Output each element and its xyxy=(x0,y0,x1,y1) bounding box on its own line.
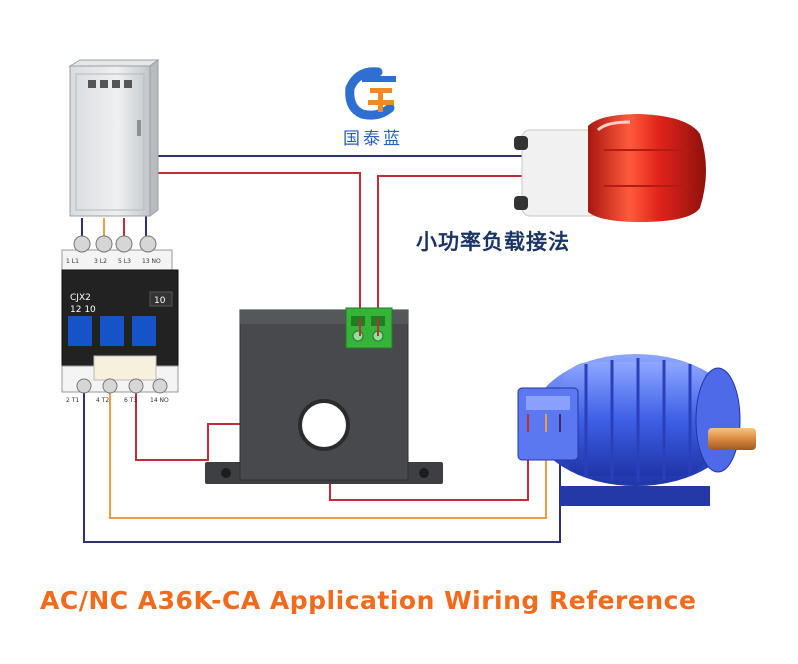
terminal-screw xyxy=(152,378,168,394)
contactor-top-terminal: 5 L3 xyxy=(118,258,131,265)
wire-t2-to-motor xyxy=(109,392,547,519)
contactor-model: CJX2 xyxy=(70,293,91,303)
wire-cabinet-to-sensor-terminal xyxy=(146,172,361,318)
electric-motor xyxy=(517,354,756,506)
cabinet-meter-2 xyxy=(100,80,108,88)
terminal-screw xyxy=(115,235,133,253)
contactor-bottom-terminal: 14 NO xyxy=(150,397,169,404)
cabinet-meter-3 xyxy=(112,80,120,88)
terminal-screw xyxy=(139,235,157,253)
contactor-top-terminal: 13 NO xyxy=(142,258,161,265)
diagram-caption: AC/NC A36K-CA Application Wiring Referen… xyxy=(40,586,697,615)
terminal-screw xyxy=(95,235,113,253)
contactor-top-terminal: 3 L2 xyxy=(94,258,107,265)
gtl-logo-icon xyxy=(345,67,396,120)
contactor-rating: 12 10 xyxy=(70,305,96,315)
brand-block: 国泰蓝 xyxy=(318,58,428,149)
distribution-cabinet xyxy=(68,59,160,217)
contactor-bottom-terminal: 6 T3 xyxy=(124,397,137,404)
terminal-screw xyxy=(102,378,118,394)
contactor-bottom-terminal: 2 T1 xyxy=(66,397,79,404)
contactor-label-plate xyxy=(93,355,157,381)
terminal-screw xyxy=(73,235,91,253)
terminal-screw xyxy=(76,378,92,394)
cabinet-meter-1 xyxy=(88,80,96,88)
load-method-label: 小功率负载接法 xyxy=(416,230,570,254)
contactor: 1 L1 3 L2 5 L3 13 NO CJX2 12 10 10 2 T1 … xyxy=(61,235,179,404)
contactor-aux: 10 xyxy=(154,296,166,306)
brand-name: 国泰蓝 xyxy=(343,129,403,149)
contactor-top-terminal: 1 L1 xyxy=(66,258,79,265)
sensor-terminal-block xyxy=(345,307,393,349)
wire-sensor-to-alarm xyxy=(377,175,522,318)
sensor-through-hole xyxy=(298,399,350,451)
current-sensor xyxy=(205,307,443,484)
contactor-bottom-terminal: 4 T2 xyxy=(96,397,109,404)
cabinet-meter-4 xyxy=(124,80,132,88)
red-warning-light xyxy=(514,114,706,222)
motor-shaft xyxy=(708,428,756,450)
terminal-screw xyxy=(128,378,144,394)
